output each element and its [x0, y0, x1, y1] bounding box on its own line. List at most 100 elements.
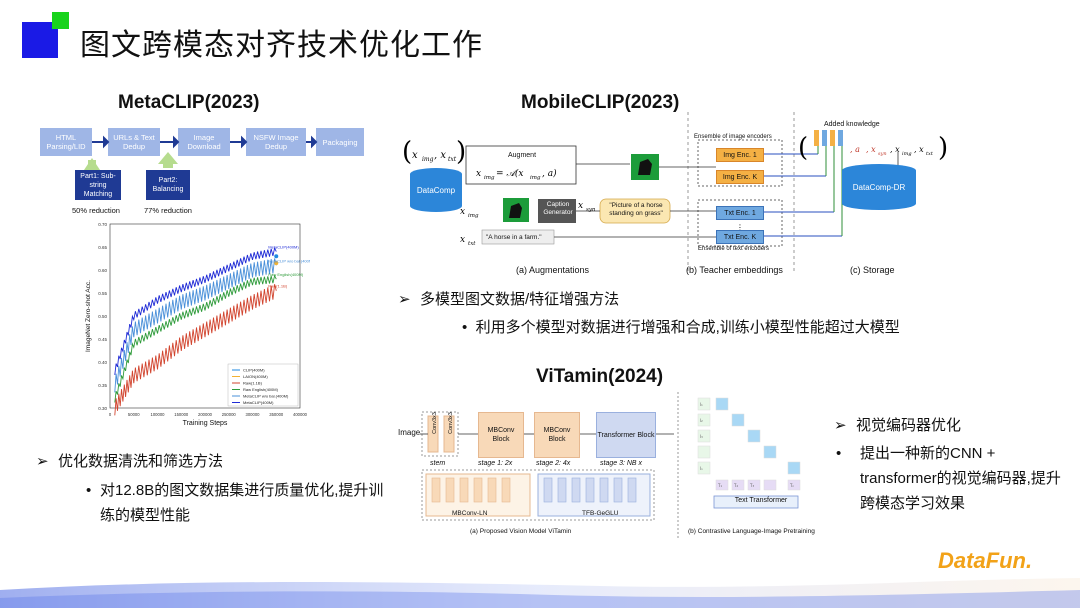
- chart-legend: [227, 363, 299, 407]
- mbconv-ln-label: MBConv-LN: [452, 510, 488, 517]
- svg-text:txt: txt: [468, 241, 476, 247]
- svg-text:): ): [938, 133, 948, 163]
- caption-text: "Picture of a horse standing on grass": [609, 202, 663, 217]
- svg-text:x: x: [578, 201, 583, 211]
- mobileclip-sub: • 利用多个模型对数据进行增强和合成,训练小模型性能超过大模型: [462, 316, 900, 337]
- caption-storage: (c) Storage: [850, 265, 895, 275]
- mobileclip-bullet: ➢多模型图文数据/特征增强方法: [398, 288, 619, 309]
- vitamin-stem-label: stem: [430, 460, 446, 467]
- bottom-wave-decoration: [0, 578, 1080, 608]
- datacomp-cylinder: DataComp: [410, 168, 462, 212]
- svg-text:, a): , a): [542, 168, 557, 179]
- svg-text:syn: syn: [586, 207, 596, 213]
- svg-text:x: x: [460, 207, 465, 217]
- slide-title: 图文跨模态对齐技术优化工作: [80, 29, 483, 62]
- svg-text:txt: txt: [448, 156, 457, 163]
- flow-step-html: HTML Parsing/LID: [40, 128, 92, 156]
- vitamin-image-label: Image: [398, 428, 421, 437]
- metaclip-heading: MetaCLIP(2023): [118, 92, 260, 113]
- svg-text:, x: , x: [890, 145, 900, 154]
- flow-step-dedup: URLs & Text Dedup: [108, 128, 160, 156]
- series-point: [274, 261, 279, 266]
- txt-ensemble-label: Ensemble of text encoders: [698, 246, 770, 252]
- mobileclip-sub-text: 利用多个模型对数据进行增强和合成,训练小模型性能超过大模型: [475, 319, 900, 336]
- svg-text:T₁: T₁: [717, 483, 722, 488]
- y-tick-label: 0.65: [98, 245, 107, 250]
- legend-label: MetaCLIP w/o bal.(400M): [243, 394, 289, 399]
- series-line: [114, 246, 277, 375]
- txt-enc-k: Txt Enc. K: [716, 230, 764, 244]
- svg-text:img: img: [902, 151, 912, 157]
- svg-text:⋮: ⋮: [736, 223, 744, 232]
- flow-step-packaging: Packaging: [316, 128, 364, 156]
- svg-text:): ): [456, 137, 466, 167]
- y-tick-label: 0.45: [98, 337, 107, 342]
- svg-text:T₃: T₃: [749, 483, 754, 488]
- dot-bullet-icon: •: [836, 445, 842, 462]
- svg-text:x: x: [460, 235, 465, 245]
- series-end-label: MetaCLIP(400M): [268, 245, 299, 250]
- svg-text:img: img: [530, 175, 541, 181]
- y-tick-label: 0.35: [98, 383, 107, 388]
- x-tick-label: 100000: [151, 412, 166, 417]
- flow-step-nsfw: NSFW Image Dedup: [246, 128, 306, 156]
- part2-box: Part2: Balancing: [146, 170, 190, 200]
- svg-text:T₂: T₂: [733, 483, 738, 488]
- tfb-geglu-label: TFB-GeGLU: [582, 510, 619, 517]
- augment-label: Augment: [508, 152, 537, 159]
- vitamin-caption-a: (a) Proposed Vision Model ViTamin: [470, 528, 572, 535]
- arrow-bullet-icon: ➢: [834, 417, 847, 434]
- legend-label: Raw English(400M): [243, 387, 279, 392]
- legend-label: Raw(1.1B): [243, 381, 263, 386]
- svg-text:I₃: I₃: [700, 434, 703, 439]
- svg-text:txt: txt: [926, 151, 934, 157]
- logo-square-green: [52, 12, 69, 29]
- svg-text:x: x: [476, 169, 481, 179]
- arrow-bullet-icon: ➢: [398, 291, 411, 308]
- vitamin-caption-b: (b) Contrastive Language-Image Pretraini…: [688, 528, 815, 535]
- caption-generator-label: Caption Generator: [543, 201, 573, 216]
- caption-teacher: (b) Teacher embeddings: [686, 265, 783, 275]
- svg-text:, a: , a: [850, 145, 860, 154]
- svg-text:, x: , x: [866, 145, 876, 154]
- mobileclip-heading: MobileCLIP(2023): [521, 92, 680, 113]
- dot-bullet-icon: •: [462, 319, 468, 336]
- legend-label: MetaCLIP(400M): [243, 400, 274, 405]
- svg-text:x: x: [412, 150, 418, 161]
- caption-augmentations: (a) Augmentations: [516, 265, 590, 275]
- svg-text:img: img: [468, 213, 479, 219]
- svg-text:syn: syn: [878, 151, 887, 157]
- svg-text:img: img: [422, 156, 434, 163]
- y-tick-label: 0.55: [98, 291, 107, 296]
- vitamin-conv2: Conv3x3: [447, 412, 454, 434]
- series-line: [114, 274, 277, 403]
- part2-reduction: 77% reduction: [144, 206, 192, 215]
- x-tick-label: 150000: [174, 412, 189, 417]
- x-axis-label: Training Steps: [183, 420, 228, 427]
- x-tick-label: 200000: [198, 412, 213, 417]
- svg-text:Iₙ: Iₙ: [700, 466, 703, 471]
- part1-reduction: 50% reduction: [72, 206, 120, 215]
- svg-text:, x: , x: [434, 150, 446, 161]
- series-end-label: Raw English(400M): [268, 272, 304, 277]
- series-end-label: MetaCLIP w/o bal.(400M): [268, 258, 310, 263]
- x-tick-label: 250000: [222, 412, 237, 417]
- txt-caption-text: "A horse in a farm.": [486, 234, 542, 241]
- flow-arrows: [84, 135, 318, 170]
- svg-text:(: (: [798, 133, 808, 163]
- y-tick-label: 0.70: [98, 222, 107, 227]
- x-tick-label: 50000: [128, 412, 140, 417]
- metaclip-sub: • 对12.8B的图文数据集进行质量优化,提升训练的模型性能: [86, 478, 390, 528]
- y-tick-label: 0.60: [98, 268, 107, 273]
- img-ensemble-label: Ensemble of image encoders: [694, 134, 772, 140]
- svg-text:, x: , x: [914, 145, 924, 154]
- legend-label: CLIP(400M): [243, 368, 265, 373]
- svg-text:Tₙ: Tₙ: [789, 483, 794, 488]
- y-tick-label: 0.40: [98, 360, 107, 365]
- legend-label: LAION(400M): [243, 374, 268, 379]
- series-point: [274, 254, 279, 259]
- datafun-logo: DataFun.: [938, 548, 1033, 573]
- img-enc-1: Img Enc. 1: [716, 148, 764, 162]
